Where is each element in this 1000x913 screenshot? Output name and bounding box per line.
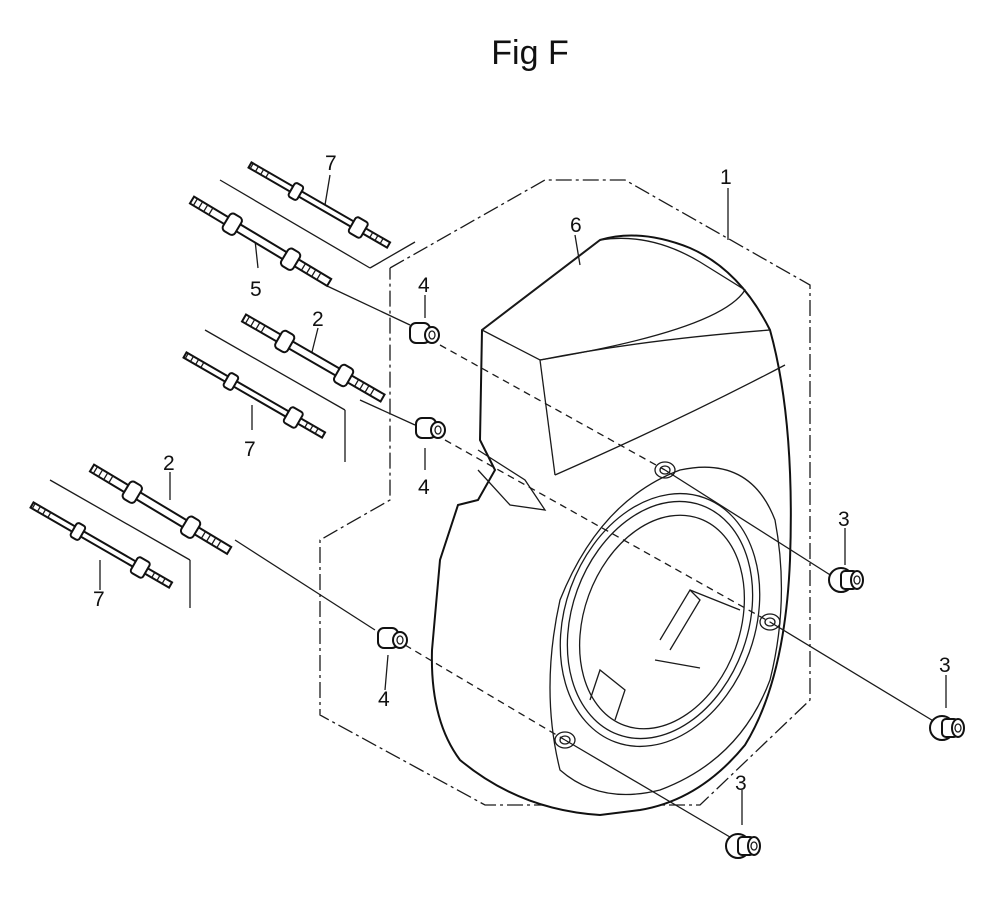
collar-4-bottom — [377, 627, 408, 649]
leader-lines — [49, 179, 941, 841]
callout-3-bottom: 3 — [735, 772, 747, 795]
figure-title: Fig F — [491, 34, 569, 72]
stud-bolt-2-lower — [88, 463, 233, 556]
callout-2-lower: 2 — [163, 452, 175, 475]
fan-cover-shroud — [430, 234, 792, 817]
callout-1: 1 — [720, 166, 732, 189]
collar-4-top — [409, 322, 440, 344]
assembly-boundary — [319, 179, 811, 806]
callout-5: 5 — [250, 278, 262, 301]
callout-7-bottom: 7 — [93, 588, 105, 611]
flange-nut-3-right — [929, 715, 965, 741]
stud-bolt-5 — [188, 195, 333, 288]
flange-nut-3-upper — [828, 567, 864, 593]
flange-nut-3-bottom — [725, 833, 761, 859]
callout-4-bottom: 4 — [378, 688, 390, 711]
callout-2-upper: 2 — [312, 308, 324, 331]
collar-4-middle — [415, 417, 446, 439]
callout-6: 6 — [570, 214, 582, 237]
callout-ticks — [99, 174, 947, 825]
callout-3-upper: 3 — [838, 508, 850, 531]
stud-bolt-7-middle — [182, 351, 327, 439]
stud-bolt-2-upper — [240, 313, 386, 403]
callout-4-top: 4 — [418, 274, 430, 297]
callout-3-right: 3 — [939, 654, 951, 677]
stud-bolt-7-bottom — [29, 501, 174, 589]
callout-7-middle: 7 — [244, 438, 256, 461]
callout-7-top: 7 — [325, 152, 337, 175]
callout-4-middle: 4 — [418, 476, 430, 499]
stud-bolt-7-top — [247, 161, 392, 249]
